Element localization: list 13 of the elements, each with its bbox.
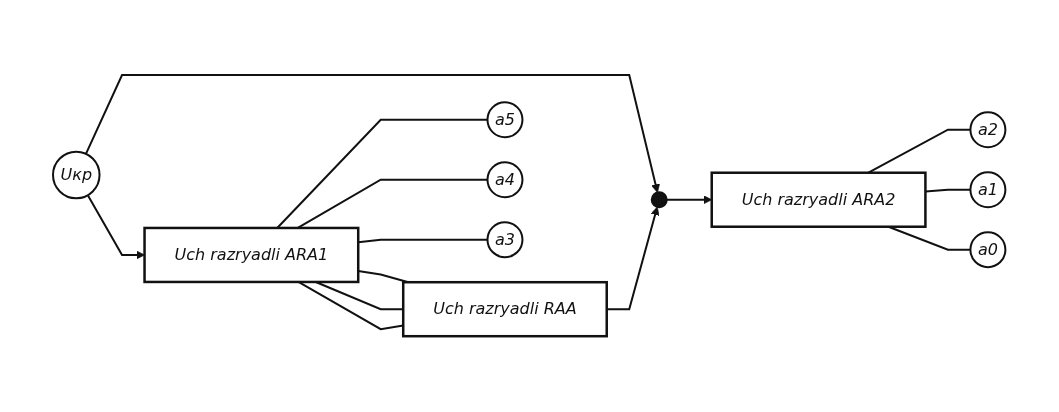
node-circle: a1: [969, 171, 1007, 209]
node-circle: a0: [969, 231, 1007, 269]
node-box: Uch razryadli ARA1: [143, 227, 360, 284]
node-circle: [651, 191, 669, 209]
node-circle: a3: [486, 221, 524, 259]
node-circle: a5: [486, 101, 524, 139]
arrow: [85, 74, 661, 194]
node-box: Uch razryadli RAA: [402, 281, 609, 338]
node-circle: Uкр: [52, 151, 101, 200]
arrow: [666, 195, 713, 205]
node-circle: a2: [969, 111, 1007, 149]
node-box: Uch razryadli ARA2: [710, 171, 927, 229]
node-circle: a4: [486, 161, 524, 199]
